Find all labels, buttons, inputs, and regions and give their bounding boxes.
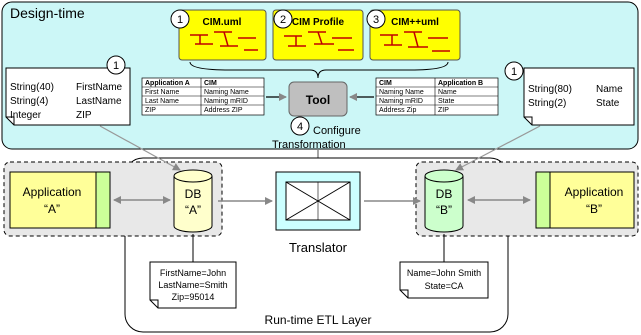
uml-brace [189, 61, 449, 79]
table-a-cell: First Name [145, 89, 179, 96]
table-b-cell: ZIP [438, 107, 449, 114]
table-a-cell: Naming mRID [204, 98, 248, 105]
svg-text:Integer: Integer [10, 110, 42, 121]
svg-text:String(2): String(2) [528, 98, 566, 109]
svg-text:Name=John Smith: Name=John Smith [407, 268, 481, 278]
connector-right-doc-to-db-b [455, 125, 541, 171]
svg-text:“B”: “B” [586, 202, 602, 216]
application-a[interactable]: Application “A” [9, 171, 111, 229]
connector-left-doc-to-db-a [99, 125, 181, 171]
tool-label: Tool [306, 93, 330, 107]
translator-label: Translator [289, 240, 348, 255]
table-b-cell: State [438, 98, 454, 105]
svg-text:4: 4 [297, 121, 303, 133]
uml-diagram-1 [190, 31, 258, 51]
svg-text:1: 1 [177, 14, 183, 26]
design-time-title: Design-time [10, 5, 85, 21]
uml-box-3-label: CIM++uml [391, 17, 439, 28]
table-a-header-0: Application A [145, 80, 190, 87]
svg-text:ZIP: ZIP [76, 110, 92, 121]
svg-text:DB: DB [436, 187, 453, 201]
configure-label-line1: Configure [313, 125, 361, 137]
table-b-cell: Name [438, 89, 457, 96]
svg-text:State: State [596, 98, 620, 109]
svg-text:3: 3 [373, 14, 379, 26]
uml-diagram-2 [284, 31, 354, 51]
uml-diagram-3 [380, 31, 450, 52]
translator-box[interactable] [275, 171, 361, 231]
svg-text:“A”: “A” [44, 202, 60, 216]
mapping-table-a: Application A CIM First Name Naming Name… [141, 77, 265, 116]
svg-text:1: 1 [511, 66, 517, 78]
svg-text:FirstName: FirstName [76, 82, 123, 93]
tool-box[interactable]: Tool [288, 81, 348, 117]
uml-box-1: CIM.uml [178, 9, 267, 61]
table-b-header-0: CIM [379, 80, 392, 87]
step-badge-3: 3 [366, 9, 386, 29]
uml-box-3: CIM++uml [369, 9, 461, 61]
svg-text:1: 1 [113, 60, 119, 72]
svg-text:DB: DB [185, 187, 202, 201]
table-a-cell: Last Name [145, 98, 179, 105]
svg-text:Application: Application [565, 185, 624, 199]
record-b-doc: Name=John Smith State=CA [399, 261, 489, 299]
table-a-cell: Address ZIP [204, 107, 243, 114]
table-b-header-1: Application B [438, 80, 483, 87]
uml-box-1-label: CIM.uml [203, 17, 242, 28]
svg-text:Application: Application [23, 185, 82, 199]
mapping-table-b: CIM Application B Naming Name Name Namin… [375, 77, 499, 116]
application-b[interactable]: Application “B” [535, 171, 635, 229]
right-schema-doc: String(80) Name String(2) State [523, 67, 635, 126]
left-schema-doc: String(40) FirstName String(4) LastName … [5, 67, 131, 126]
svg-text:LastName=Smith: LastName=Smith [158, 280, 227, 290]
step-badge-2: 2 [273, 9, 293, 29]
svg-text:LastName: LastName [76, 96, 122, 107]
svg-text:String(40): String(40) [10, 82, 54, 93]
svg-text:“B”: “B” [436, 203, 452, 217]
svg-text:String(4): String(4) [10, 96, 48, 107]
table-b-cell: Address Zip [379, 107, 416, 114]
step-badge-left: 1 [106, 55, 126, 75]
table-b-cell: Naming mRID [379, 98, 423, 105]
table-a-cell: Naming Name [204, 89, 249, 96]
db-a-cylinder[interactable]: DB “A” [173, 169, 213, 233]
db-b-cylinder[interactable]: DB “B” [424, 169, 464, 233]
svg-text:“A”: “A” [185, 203, 201, 217]
configure-label-line2: Transformation [272, 139, 346, 151]
svg-text:String(80): String(80) [528, 84, 572, 95]
svg-text:Name: Name [596, 84, 623, 95]
svg-text:Zip=95014: Zip=95014 [172, 292, 215, 302]
record-a-doc: FirstName=John LastName=Smith Zip=95014 [149, 261, 237, 309]
svg-text:2: 2 [280, 14, 286, 26]
uml-box-2: CIM Profile [272, 9, 364, 61]
etl-layer-label: Run-time ETL Layer [265, 313, 372, 327]
svg-text:State=CA: State=CA [425, 281, 464, 291]
step-badge-1: 1 [170, 9, 190, 29]
table-b-cell: Naming Name [379, 89, 424, 96]
uml-box-2-label: CIM Profile [292, 17, 345, 28]
table-a-cell: ZIP [145, 107, 156, 114]
step-badge-4: 4 [290, 116, 310, 136]
step-badge-right: 1 [504, 61, 524, 81]
svg-text:FirstName=John: FirstName=John [160, 268, 226, 278]
table-a-header-1: CIM [204, 80, 217, 87]
